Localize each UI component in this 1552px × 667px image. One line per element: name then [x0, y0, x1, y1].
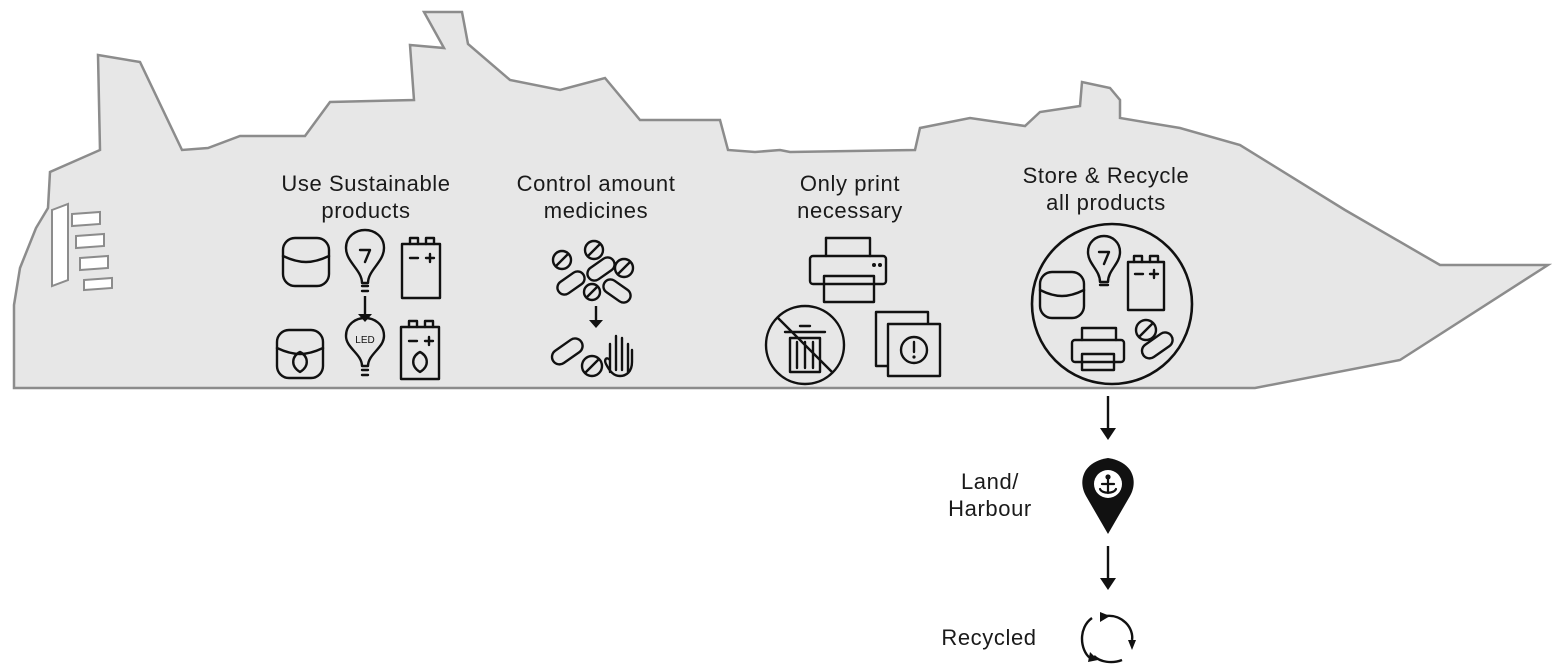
print-icons: [764, 236, 942, 386]
lightbulb-icon: [344, 228, 386, 293]
action-line2: necessary: [797, 198, 903, 223]
anchor-pin-icon: [1082, 458, 1134, 534]
ship-decks: [51, 202, 113, 292]
action-line1: Use Sustainable: [281, 171, 451, 196]
eco-battery-icon: [399, 319, 441, 381]
recycled-text: Recycled: [941, 625, 1037, 650]
pills-icon: [1134, 318, 1174, 360]
action-medicines-label: Control amount medicines: [488, 170, 704, 224]
few-pills-icon: [550, 337, 604, 378]
action-line2: all products: [1046, 190, 1166, 215]
action-line1: Control amount: [516, 171, 676, 196]
action-sustainable-label: Use Sustainable products: [258, 170, 474, 224]
harbour-line2: Harbour: [948, 496, 1032, 521]
no-trash-icon: [764, 304, 846, 386]
sustainable-icons: LED: [275, 228, 442, 381]
stop-hand-icon: [604, 334, 634, 378]
recycle-arrows-icon: [1080, 612, 1136, 664]
harbour-label: Land/ Harbour: [930, 468, 1050, 522]
led-bulb-icon: [344, 316, 386, 377]
lightbulb-icon: [1086, 234, 1122, 287]
printer-icon: [808, 236, 888, 304]
battery-icon: [1126, 254, 1166, 312]
action-recycle-label: Store & Recycle all products: [995, 162, 1217, 216]
many-pills-icon: [551, 239, 635, 304]
action-line1: Only print: [799, 171, 901, 196]
flow-arrow-to-recycled: [1100, 546, 1116, 590]
recycle-circle: [1030, 222, 1194, 386]
arrow-down-icon: [589, 306, 603, 328]
medicines-icons: [550, 239, 635, 378]
flow-arrow-to-harbour: [1100, 396, 1116, 440]
action-line2: products: [321, 198, 411, 223]
led-label: LED: [355, 335, 374, 346]
eco-jar-icon: [275, 328, 325, 380]
paper-warning-icon: [874, 310, 942, 378]
printer-icon: [1070, 326, 1126, 372]
harbour-line1: Land/: [960, 469, 1020, 494]
jar-icon: [281, 236, 331, 288]
jar-icon: [1038, 270, 1086, 320]
action-line1: Store & Recycle: [1022, 163, 1190, 188]
recycled-label: Recycled: [924, 624, 1054, 651]
action-line2: medicines: [543, 198, 649, 223]
battery-icon: [400, 236, 442, 300]
action-print-label: Only print necessary: [750, 170, 950, 224]
